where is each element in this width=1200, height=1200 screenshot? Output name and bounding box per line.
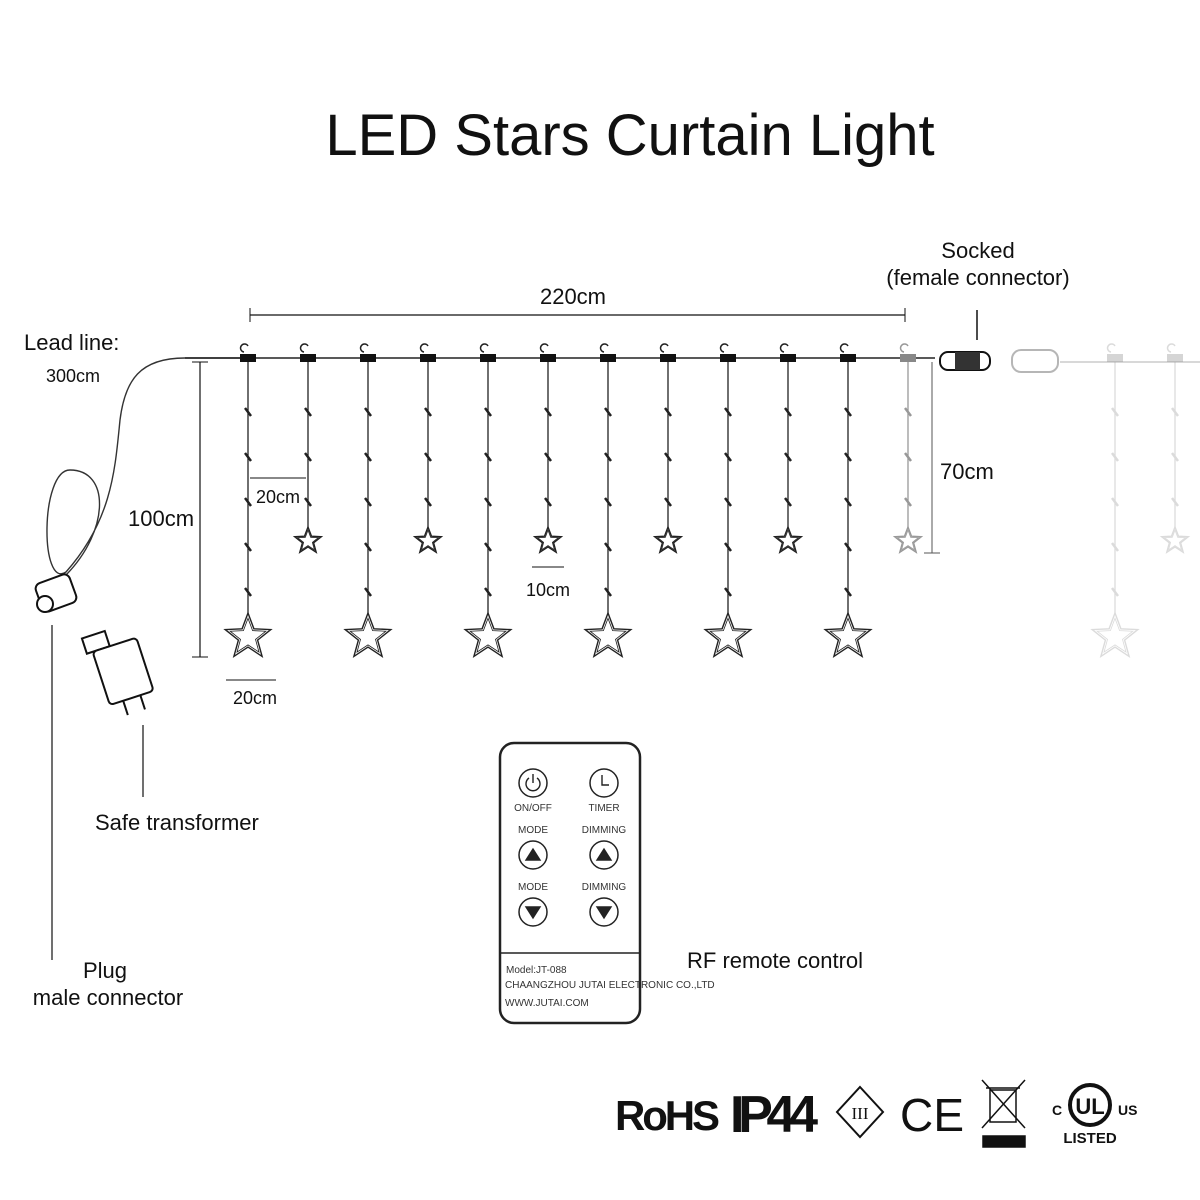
- big-star-strand: [223, 343, 273, 659]
- star-light-icon: [1159, 525, 1191, 554]
- clock-icon: [601, 775, 609, 786]
- star-light-icon: [583, 610, 633, 659]
- height-label: 100cm: [128, 506, 194, 531]
- plug-male-connector: [34, 573, 78, 960]
- weee-bin-icon: [981, 1079, 1026, 1148]
- small-star-strand: [772, 343, 804, 554]
- remote-button-timer[interactable]: TIMER: [588, 768, 620, 814]
- rf-remote-control: ON/OFF TIMER MODE DIMMING MODE DIMMING Model:…: [498, 741, 715, 1025]
- big-star-size-label: 20cm: [233, 688, 277, 708]
- remote-button-label: MODE: [518, 882, 548, 893]
- star-light-icon: [652, 525, 684, 554]
- arrow-up-icon: [595, 847, 613, 861]
- svg-text:LISTED: LISTED: [1063, 1130, 1117, 1147]
- certification-marks: RoHS IP44 III CE UL C US LISTED: [615, 1079, 1137, 1148]
- arrow-down-icon: [595, 906, 613, 920]
- width-label: 220cm: [540, 284, 606, 309]
- remote-button-label: TIMER: [588, 803, 619, 814]
- strands: [223, 343, 1191, 659]
- star-light-icon: [292, 525, 324, 554]
- star-light-icon: [892, 525, 924, 554]
- remote-button-dimming[interactable]: DIMMING: [582, 825, 627, 870]
- svg-text:III: III: [852, 1104, 869, 1123]
- male-connector-label: male connector: [33, 985, 183, 1010]
- power-icon: [525, 774, 541, 792]
- arrow-down-icon: [524, 906, 542, 920]
- star-light-icon: [703, 610, 753, 659]
- big-star-strand: [343, 343, 393, 659]
- transformer-label: Safe transformer: [95, 810, 259, 835]
- star-light-icon: [532, 525, 564, 554]
- rohs-mark: RoHS: [615, 1092, 720, 1139]
- star-light-icon: [223, 610, 273, 659]
- ce-mark: CE: [900, 1089, 964, 1141]
- remote-label: RF remote control: [687, 948, 863, 973]
- lead-cable: [46, 357, 248, 576]
- star-light-icon: [343, 610, 393, 659]
- ul-listed-mark: UL C US LISTED: [1052, 1083, 1137, 1147]
- star-light-icon: [823, 610, 873, 659]
- page-title: LED Stars Curtain Light: [325, 103, 934, 168]
- svg-text:C: C: [1052, 1102, 1062, 1118]
- big-star-strand: [1090, 343, 1140, 659]
- svg-text:UL: UL: [1075, 1094, 1104, 1119]
- big-star-strand: [463, 343, 513, 659]
- short-strand-label: 70cm: [940, 459, 994, 484]
- star-light-icon: [463, 610, 513, 659]
- arrow-up-icon: [524, 847, 542, 861]
- socket-label: Socked: [941, 238, 1014, 263]
- safe-transformer: [80, 629, 154, 716]
- small-star-strand: [532, 343, 564, 554]
- lead-length-label: 300cm: [46, 366, 100, 386]
- socket-female-connector: [939, 310, 1059, 373]
- remote-button-label: MODE: [518, 825, 548, 836]
- remote-button-on-off[interactable]: ON/OFF: [514, 768, 552, 814]
- female-connector-label: (female connector): [886, 265, 1069, 290]
- small-star-strand: [292, 343, 324, 554]
- star-light-icon: [412, 525, 444, 554]
- star-spacing-label: 10cm: [526, 580, 570, 600]
- remote-button-label: ON/OFF: [514, 803, 552, 814]
- remote-button-dimming[interactable]: DIMMING: [582, 882, 627, 927]
- small-star-strand: [892, 343, 924, 554]
- remote-button-mode[interactable]: MODE: [518, 882, 548, 927]
- remote-model: Model:JT-088: [506, 965, 567, 976]
- remote-button-mode[interactable]: MODE: [518, 825, 548, 870]
- remote-button-label: DIMMING: [582, 882, 627, 893]
- strand-spacing-label: 20cm: [256, 487, 300, 507]
- small-star-strand: [412, 343, 444, 554]
- big-star-strand: [583, 343, 633, 659]
- svg-text:US: US: [1118, 1102, 1137, 1118]
- remote-website: WWW.JUTAI.COM: [505, 998, 589, 1009]
- class-iii-mark: III: [835, 1085, 885, 1139]
- big-star-strand: [703, 343, 753, 659]
- remote-button-label: DIMMING: [582, 825, 627, 836]
- star-light-icon: [772, 525, 804, 554]
- small-star-strand: [1159, 343, 1191, 554]
- big-star-strand: [823, 343, 873, 659]
- lead-line-label: Lead line:: [24, 330, 119, 355]
- small-star-strand: [652, 343, 684, 554]
- remote-company: CHAANGZHOU JUTAI ELECTRONIC CO.,LTD: [505, 980, 715, 991]
- ip44-mark: IP44: [730, 1086, 818, 1144]
- star-light-icon: [1090, 610, 1140, 659]
- plug-label: Plug: [83, 958, 127, 983]
